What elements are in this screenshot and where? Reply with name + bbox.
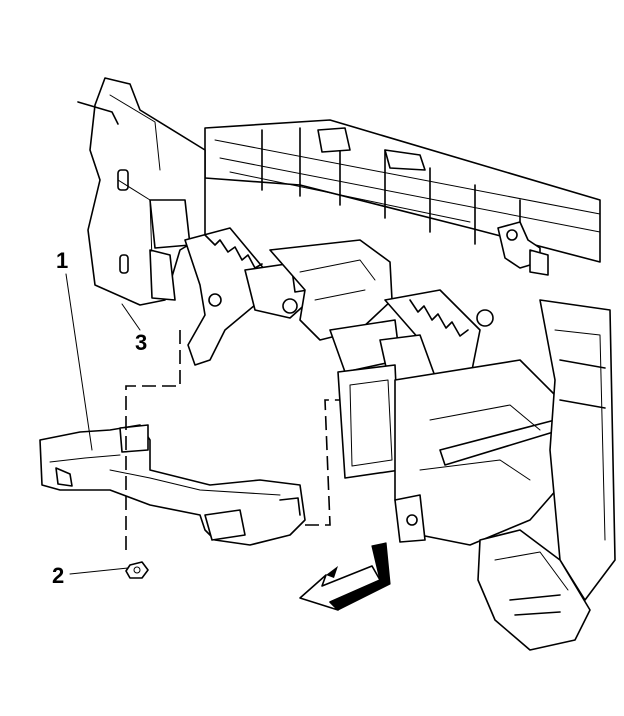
callout-1: 1 bbox=[56, 248, 68, 273]
instrument-panel-carrier bbox=[77, 77, 616, 651]
callout-2: 2 bbox=[52, 563, 64, 588]
leader-3 bbox=[121, 303, 141, 331]
leader-1 bbox=[65, 273, 93, 451]
callout-3: 3 bbox=[135, 330, 147, 355]
part-1-bracket bbox=[39, 424, 306, 546]
part-2-nut bbox=[125, 561, 149, 579]
callout-leaders bbox=[65, 273, 141, 575]
leader-2 bbox=[69, 567, 129, 575]
assembly-guide-lines bbox=[125, 330, 340, 556]
direction-arrow-icon bbox=[299, 542, 391, 611]
